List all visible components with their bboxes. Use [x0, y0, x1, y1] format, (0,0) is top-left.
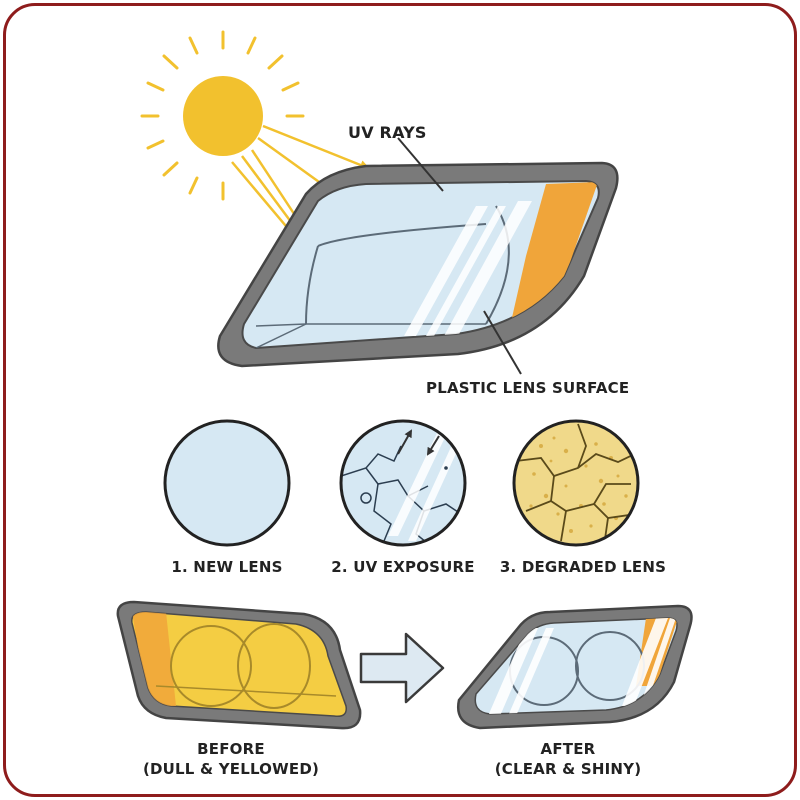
new-lens-circle [163, 419, 291, 547]
uv-exposure-circle [339, 419, 467, 547]
before-headlight [116, 600, 362, 730]
sun-icon [140, 30, 305, 201]
before-subtitle: (DULL & YELLOWED) [142, 760, 320, 778]
after-headlight [456, 604, 693, 730]
after-subtitle: (CLEAR & SHINY) [494, 760, 642, 778]
lens-surface-leader [483, 310, 522, 375]
uv-rays-label: UV RAYS [348, 123, 427, 142]
plastic-lens-surface-label: PLASTIC LENS SURFACE [426, 379, 630, 397]
uv-rays-leader [397, 137, 444, 192]
illustration-canvas [116, 30, 693, 730]
stage-label-new-lens: 1. NEW LENS [171, 558, 283, 576]
before-title: BEFORE [197, 740, 265, 758]
degraded-lens-circle [512, 419, 640, 547]
illustration-frame: UV RAYS PLASTIC LENS SURFACE 1. NEW LENS… [3, 3, 797, 797]
main-headlight [217, 161, 619, 368]
after-title: AFTER [540, 740, 596, 758]
transform-arrow-icon [359, 632, 445, 704]
before-label: BEFORE (DULL & YELLOWED) [143, 739, 319, 779]
after-label: AFTER (CLEAR & SHINY) [495, 739, 642, 779]
stage-label-uv-exposure: 2. UV EXPOSURE [331, 558, 475, 576]
stage-label-degraded-lens: 3. DEGRADED LENS [499, 558, 667, 576]
